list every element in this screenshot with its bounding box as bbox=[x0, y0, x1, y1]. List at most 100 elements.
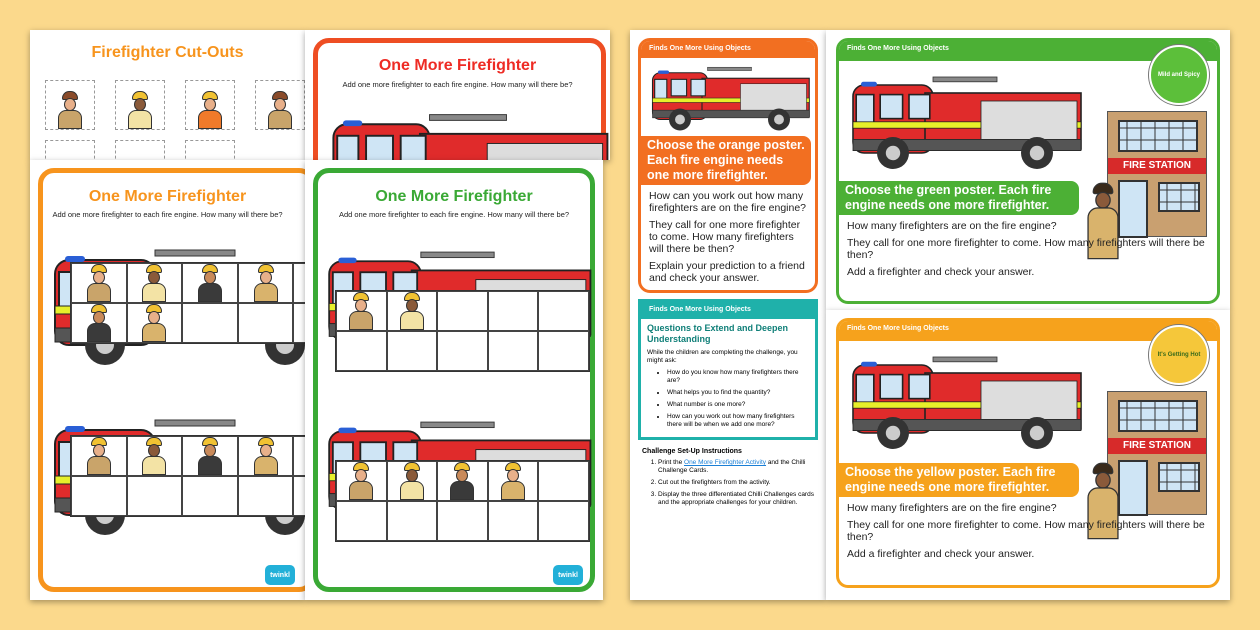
grid-cell bbox=[126, 476, 183, 516]
card-header: Finds One More Using Objects bbox=[641, 41, 815, 58]
fire-engine-illustration bbox=[845, 341, 1085, 461]
grid-cell bbox=[71, 263, 127, 303]
card-header: Finds One More Using Objects bbox=[641, 302, 815, 319]
grid-cell bbox=[386, 461, 438, 501]
fire-station-sign: FIRE STATION bbox=[1108, 438, 1206, 454]
card-yellow-sheet: Finds One More Using Objects It's Gettin… bbox=[826, 310, 1230, 600]
instruction-step: Display the three differentiated Chilli … bbox=[658, 491, 814, 507]
teal-bullet: How can you work out how many firefighte… bbox=[667, 413, 809, 429]
grid-cell bbox=[386, 331, 438, 371]
grid-cell bbox=[487, 461, 539, 501]
grid-cell bbox=[71, 436, 127, 476]
grid-cell bbox=[126, 263, 183, 303]
poster-green: One More Firefighter Add one more firefi… bbox=[305, 160, 603, 600]
grid-cell bbox=[293, 263, 305, 303]
twinkl-logo: twinkl bbox=[553, 565, 583, 585]
firefighter-grid bbox=[335, 290, 590, 372]
grid-cell bbox=[71, 303, 127, 343]
poster-green-title: One More Firefighter bbox=[375, 188, 533, 205]
grid-cell bbox=[293, 476, 305, 516]
card-question: Explain your prediction to a friend and … bbox=[649, 260, 805, 284]
card-question: They call for one more firefighter to co… bbox=[649, 219, 801, 255]
firefighter-figure bbox=[347, 292, 375, 330]
grid-cell bbox=[237, 436, 294, 476]
card-question: How can you work out how many firefighte… bbox=[649, 190, 807, 214]
grid-cell bbox=[293, 436, 305, 476]
card-question: Add a firefighter and check your answer. bbox=[847, 266, 1035, 278]
grid-cell bbox=[487, 331, 539, 371]
grid-cell bbox=[538, 291, 589, 331]
cutout-firefighter bbox=[185, 80, 235, 130]
poster-orange: One More Firefighter Add one more firefi… bbox=[30, 160, 305, 600]
fire-station: FIRE STATION bbox=[1107, 111, 1207, 238]
fire-engine-illustration bbox=[845, 61, 1085, 181]
card-orange: Finds One More Using Objects Choose the … bbox=[638, 38, 818, 293]
firefighter-figure bbox=[140, 264, 168, 302]
card-yellow: Finds One More Using Objects It's Gettin… bbox=[836, 318, 1220, 588]
instruction-step: Cut out the firefighters from the activi… bbox=[658, 479, 814, 487]
instruction-step: Print the One More Firefighter Activity … bbox=[658, 459, 814, 475]
teal-intro: While the children are completing the ch… bbox=[647, 349, 798, 364]
grid-cell bbox=[237, 476, 294, 516]
firefighter-figure bbox=[196, 264, 224, 302]
firefighter-figure bbox=[347, 462, 375, 500]
cutout-firefighter bbox=[185, 140, 235, 160]
firefighter-grid bbox=[70, 435, 305, 517]
chilli-badge-mild: Mild and Spicy bbox=[1149, 45, 1209, 105]
grid-cell bbox=[237, 303, 294, 343]
firefighter-figure bbox=[252, 437, 280, 475]
grid-cell bbox=[237, 263, 294, 303]
twinkl-logo: twinkl bbox=[265, 565, 295, 585]
firefighter-figure bbox=[85, 437, 113, 475]
poster-red-subtitle: Add one more firefighter to each fire en… bbox=[342, 80, 573, 89]
card-question: They call for one more firefighter to co… bbox=[847, 519, 1205, 543]
activity-link[interactable]: One More Firefighter Activity bbox=[684, 459, 767, 466]
grid-cell bbox=[126, 303, 183, 343]
teal-bullet: What number is one more? bbox=[667, 401, 809, 409]
grid-cell bbox=[336, 461, 387, 501]
firefighter-grid bbox=[335, 460, 590, 542]
firefighter-figure bbox=[1085, 460, 1121, 540]
grid-cell bbox=[336, 501, 387, 541]
firefighter-figure bbox=[398, 462, 426, 500]
firefighter-figure bbox=[1085, 180, 1121, 260]
cutouts-title: Firefighter Cut-Outs bbox=[91, 44, 244, 61]
grid-cell bbox=[182, 476, 238, 516]
firefighter-figure bbox=[499, 462, 527, 500]
firefighter-figure bbox=[85, 264, 113, 302]
card-green-sheet: Finds One More Using Objects Mild and Sp… bbox=[826, 30, 1230, 310]
card-header: Finds One More Using Objects bbox=[839, 321, 1217, 341]
grid-cell bbox=[487, 501, 539, 541]
grid-cell bbox=[538, 331, 589, 371]
challenge-page: Finds One More Using Objects Choose the … bbox=[630, 30, 826, 600]
poster-orange-subtitle: Add one more firefighter to each fire en… bbox=[52, 210, 283, 219]
grid-cell bbox=[386, 501, 438, 541]
teal-title: Questions to Extend and Deepen Understan… bbox=[647, 323, 789, 344]
cutout-firefighter bbox=[45, 80, 95, 130]
cutout-firefighter bbox=[45, 140, 95, 160]
poster-green-subtitle: Add one more firefighter to each fire en… bbox=[338, 210, 570, 219]
firefighter-figure bbox=[398, 292, 426, 330]
firefighter-grid bbox=[70, 262, 305, 344]
card-question: Add a firefighter and check your answer. bbox=[847, 548, 1035, 560]
grid-cell bbox=[538, 461, 589, 501]
card-banner: Choose the orange poster. Each fire engi… bbox=[641, 136, 811, 185]
poster-red-title: One More Firefighter bbox=[378, 57, 537, 74]
grid-cell bbox=[182, 436, 238, 476]
card-question: How many firefighters are on the fire en… bbox=[847, 220, 1057, 232]
firefighter-figure bbox=[85, 304, 113, 342]
firefighter-figure bbox=[196, 437, 224, 475]
grid-cell bbox=[386, 291, 438, 331]
grid-cell bbox=[437, 291, 488, 331]
grid-cell bbox=[126, 436, 183, 476]
cutout-firefighter bbox=[255, 80, 305, 130]
poster-orange-title: One More Firefighter bbox=[88, 188, 247, 205]
card-teal: Finds One More Using Objects Questions t… bbox=[638, 299, 818, 440]
teal-bullet: What helps you to find the quantity? bbox=[667, 389, 809, 397]
grid-cell bbox=[437, 331, 488, 371]
firefighter-figure bbox=[140, 437, 168, 475]
grid-cell bbox=[182, 303, 238, 343]
grid-cell bbox=[437, 501, 488, 541]
grid-cell bbox=[71, 476, 127, 516]
grid-cell bbox=[336, 291, 387, 331]
